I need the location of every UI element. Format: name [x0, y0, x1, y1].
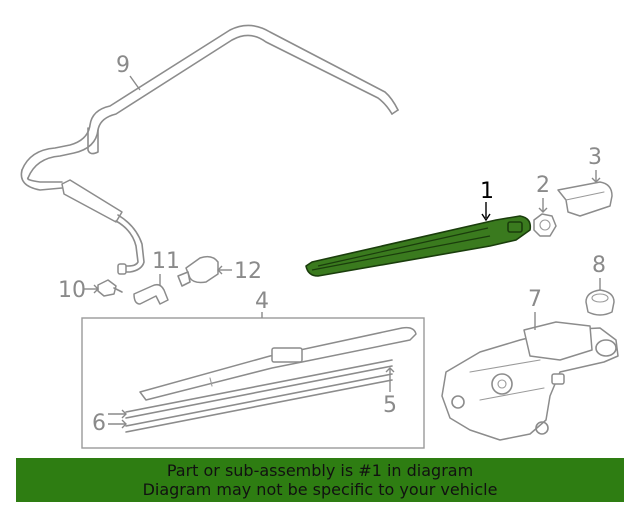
callout-11: 11 [152, 249, 180, 286]
callout-2: 2 [536, 173, 550, 213]
callout-4-label: 4 [255, 289, 269, 314]
callout-8-label: 8 [592, 253, 606, 278]
callout-3-label: 3 [588, 145, 602, 170]
wiper-arm-part-1[interactable] [305, 215, 532, 277]
callout-8: 8 [592, 253, 606, 290]
callout-5-label: 5 [383, 393, 397, 418]
banner-line-1: Part or sub-assembly is #1 in diagram [166, 461, 474, 480]
washer-hose-part-9[interactable] [20, 24, 399, 275]
callout-1: 1 [480, 179, 494, 222]
info-banner: Part or sub-assembly is #1 in diagram Di… [16, 458, 624, 502]
callout-12: 12 [217, 259, 262, 284]
callout-6: 6 [92, 409, 127, 436]
connector-part-10[interactable] [97, 279, 123, 297]
wiper-motor-part-7[interactable] [441, 321, 619, 441]
callout-10-label: 10 [58, 278, 86, 303]
callout-2-label: 2 [536, 173, 550, 198]
callout-7: 7 [528, 287, 542, 330]
cap-part-3[interactable] [557, 181, 613, 217]
callout-10: 10 [58, 278, 99, 303]
nut-part-2[interactable] [533, 213, 557, 237]
callout-12-label: 12 [234, 259, 262, 284]
callout-4: 4 [255, 289, 269, 318]
callout-5: 5 [383, 367, 397, 418]
callout-1-label: 1 [480, 179, 494, 204]
callout-11-label: 11 [152, 249, 180, 274]
callout-6-label: 6 [92, 411, 106, 436]
grommet-part-8[interactable] [585, 289, 615, 316]
callout-9: 9 [116, 53, 141, 91]
callout-3: 3 [588, 145, 602, 183]
nozzle-part-12[interactable] [177, 255, 219, 287]
callout-7-label: 7 [528, 287, 542, 312]
elbow-hose-part-11[interactable] [133, 283, 169, 305]
blade-assembly-part-4[interactable] [81, 317, 425, 449]
banner-line-2: Diagram may not be specific to your vehi… [142, 480, 498, 499]
callout-9-label: 9 [116, 53, 130, 78]
